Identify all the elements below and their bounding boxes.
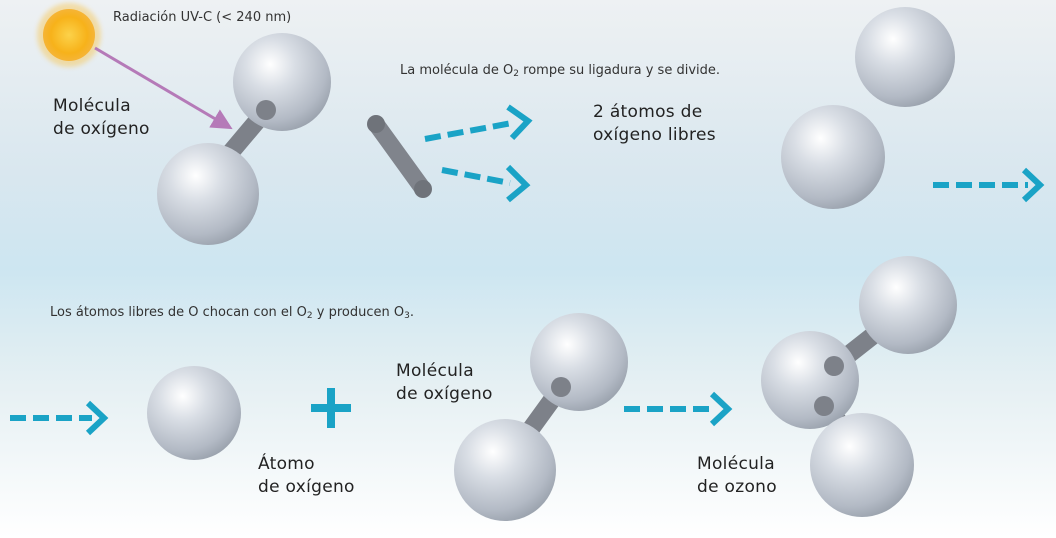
dashed-arrow-right	[933, 167, 1045, 203]
free-oxygen-atom	[781, 105, 885, 209]
bottom-caption: Los átomos libres de O chocan con el O2 …	[50, 305, 414, 321]
single-oxygen-atom	[147, 366, 241, 460]
oxygen-atom-label: Átomo de oxígeno	[258, 454, 355, 497]
dashed-arrow-middle	[624, 391, 733, 427]
bond-end	[256, 100, 276, 120]
dashed-arrow-lower	[441, 164, 531, 203]
dashed-arrow-upper	[424, 104, 533, 142]
sun-icon	[43, 9, 95, 61]
free-oxygen-atom	[855, 7, 955, 107]
dashed-arrow-left	[10, 400, 109, 436]
oxygen-atom	[157, 143, 259, 245]
ozone-molecule	[761, 256, 957, 517]
free-atoms-label: 2 átomos de oxígeno libres	[593, 102, 716, 145]
top-caption: La molécula de O2 rompe su ligadura y se…	[400, 63, 721, 79]
broken-bond	[367, 115, 432, 198]
oxygen-molecule-bottom	[454, 313, 628, 521]
oxygen-molecule-top-label: Molécula de oxígeno	[53, 96, 150, 139]
oxygen-molecule-bottom-label: Molécula de oxígeno	[396, 361, 493, 404]
uv-radiation-label: Radiación UV-C (< 240 nm)	[113, 10, 292, 25]
oxygen-molecule-top	[157, 33, 331, 245]
oxygen-atom	[233, 33, 331, 131]
ozone-molecule-label: Molécula de ozono	[697, 454, 777, 497]
uv-ray-arrow	[94, 46, 233, 130]
plus-icon	[311, 388, 351, 428]
